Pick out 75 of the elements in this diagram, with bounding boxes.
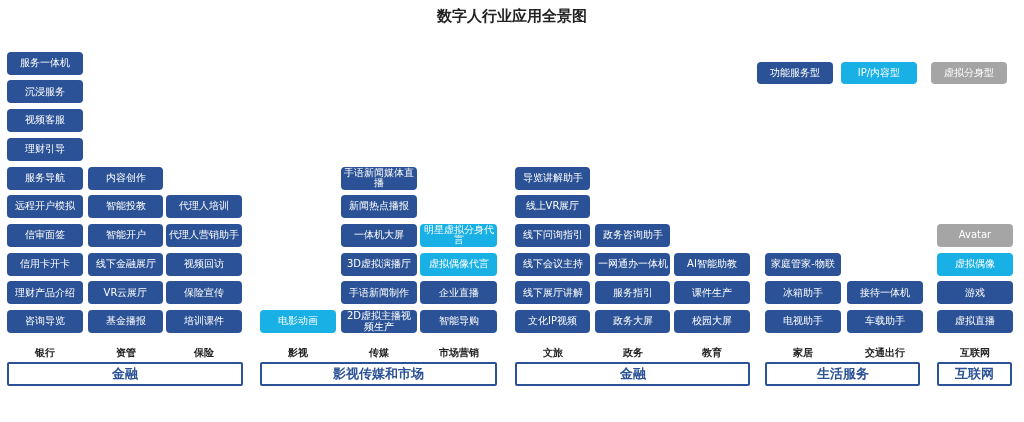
- title: 数字人行业应用全景图: [436, 7, 588, 26]
- application-box: 智能开户: [88, 223, 163, 247]
- column-heading: 家居: [792, 346, 814, 360]
- application-box: 内容创作: [88, 166, 163, 190]
- application-box: 接待一体机: [847, 281, 923, 305]
- column-heading: 教育: [701, 346, 723, 360]
- application-box: 理财产品介绍: [7, 281, 83, 305]
- column-heading: 政务: [621, 346, 644, 360]
- application-box: 校园大屏: [674, 310, 750, 333]
- application-box: 文化IP视频: [515, 310, 590, 333]
- application-box: 虚拟直播: [937, 310, 1013, 333]
- application-box: 保险宣传: [166, 281, 242, 305]
- application-box: 车载助手: [847, 310, 923, 333]
- application-box: Avatar: [937, 223, 1013, 247]
- category-band: 金融: [515, 362, 750, 386]
- application-box: 远程开户模拟: [7, 195, 83, 219]
- application-box: 手语新闻制作: [341, 281, 417, 305]
- application-box: 服务导航: [7, 166, 83, 190]
- legend-swatch: 虚拟分身型: [931, 62, 1007, 84]
- category-band: 金融: [7, 362, 243, 386]
- application-box: 咨询导览: [7, 310, 83, 333]
- application-box: 虚拟偶像代言: [420, 252, 497, 276]
- column-heading: 银行: [34, 346, 56, 360]
- application-box: 电视助手: [765, 310, 841, 333]
- application-box: 手语新闻媒体直播: [341, 166, 417, 190]
- application-box: 电影动画: [260, 310, 336, 333]
- application-box: AI智能助教: [674, 252, 750, 276]
- column-heading: 文旅: [541, 346, 564, 360]
- application-box: 明星虚拟分身代言: [420, 223, 497, 247]
- application-box: 冰箱助手: [765, 281, 841, 305]
- legend-swatch: IP/内容型: [841, 62, 917, 84]
- application-box: 游戏: [937, 281, 1013, 305]
- application-box: 线上VR展厅: [515, 195, 590, 219]
- application-box: 新闻热点播报: [341, 195, 417, 219]
- legend-swatch: 功能服务型: [757, 62, 833, 84]
- column-heading: 传媒: [368, 346, 390, 360]
- column-heading: 市场营销: [437, 346, 480, 360]
- application-box: 一体机大屏: [341, 223, 417, 247]
- category-band: 影视传媒和市场: [260, 362, 497, 386]
- application-box: 代理人营销助手: [166, 223, 242, 247]
- column-heading: 保险: [193, 346, 215, 360]
- application-box: 导览讲解助手: [515, 166, 590, 190]
- application-box: 信审面签: [7, 223, 83, 247]
- application-box: 虚拟偶像: [937, 252, 1013, 276]
- application-box: VR云展厅: [88, 281, 163, 305]
- application-box: 家庭管家-物联: [765, 252, 841, 276]
- application-box: 智能投教: [88, 195, 163, 219]
- application-box: 服务指引: [595, 281, 670, 305]
- application-box: 代理人培训: [166, 195, 242, 219]
- application-box: 视频客服: [7, 109, 83, 133]
- application-box: 理财引导: [7, 137, 83, 161]
- application-box: 信用卡开卡: [7, 252, 83, 276]
- application-box: 企业直播: [420, 281, 497, 305]
- category-band: 互联网: [937, 362, 1012, 386]
- application-box: 线下会议主持: [515, 252, 590, 276]
- application-box: 2D虚拟主播视频生产: [341, 310, 417, 333]
- column-heading: 交通出行: [864, 346, 906, 360]
- application-box: 线下金融展厅: [88, 252, 163, 276]
- column-heading: 影视: [287, 346, 309, 360]
- application-box: 基金播报: [88, 310, 163, 333]
- application-box: 线下问询指引: [515, 223, 590, 247]
- application-box: 3D虚拟演播厅: [341, 252, 417, 276]
- application-box: 一网通办一体机: [595, 252, 670, 276]
- application-box: 线下展厅讲解: [515, 281, 590, 305]
- column-heading: 资管: [114, 346, 137, 360]
- application-box: 课件生产: [674, 281, 750, 305]
- application-box: 沉浸服务: [7, 80, 83, 104]
- application-box: 视频回访: [166, 252, 242, 276]
- column-heading: 互联网: [959, 346, 991, 360]
- application-box: 政务咨询助手: [595, 223, 670, 247]
- category-band: 生活服务: [765, 362, 920, 386]
- application-box: 培训课件: [166, 310, 242, 333]
- application-box: 服务一体机: [7, 51, 83, 75]
- application-box: 智能导购: [420, 310, 497, 333]
- application-box: 政务大屏: [595, 310, 670, 333]
